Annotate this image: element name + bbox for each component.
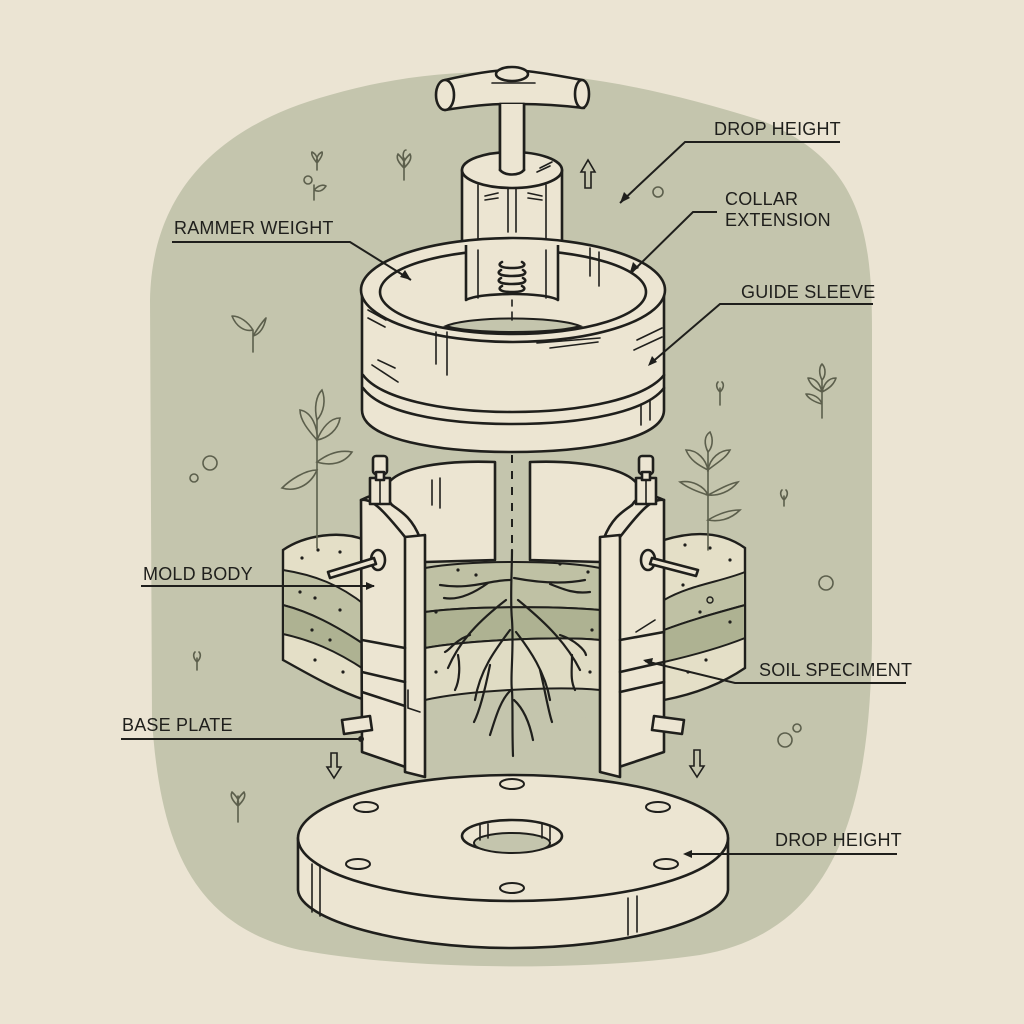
root-system xyxy=(438,548,592,758)
base-plate xyxy=(296,773,730,950)
split-mold xyxy=(326,454,700,779)
leader-lines xyxy=(121,141,906,858)
label-drop-height-bottom: DROP HEIGHT xyxy=(775,830,902,850)
sprout-icon xyxy=(280,388,354,549)
sprout-icon xyxy=(678,430,742,551)
label-mold-body: MOLD BODY xyxy=(143,564,253,584)
clamp-bolt-icon xyxy=(368,454,392,506)
sprout-icon xyxy=(192,149,837,823)
label-rammer-weight: RAMMER WEIGHT xyxy=(174,218,334,238)
arrow-down-icon xyxy=(688,749,706,779)
arrow-down-icon xyxy=(325,752,343,780)
bolt-holes xyxy=(345,778,679,894)
label-soil-specimen: SOIL SPECIMENT xyxy=(759,660,913,680)
arrow-up-icon xyxy=(579,158,597,189)
bubble-decorations xyxy=(189,186,834,748)
label-collar-extension: COLLAR EXTENSION xyxy=(725,189,831,230)
label-guide-sleeve: GUIDE SLEEVE xyxy=(741,282,876,302)
label-base-plate: BASE PLATE xyxy=(122,715,233,735)
label-drop-height-top: DROP HEIGHT xyxy=(714,119,841,139)
soil-layers xyxy=(281,532,747,720)
clamp-bolt-icon xyxy=(634,454,658,506)
collar-ring xyxy=(359,236,667,454)
